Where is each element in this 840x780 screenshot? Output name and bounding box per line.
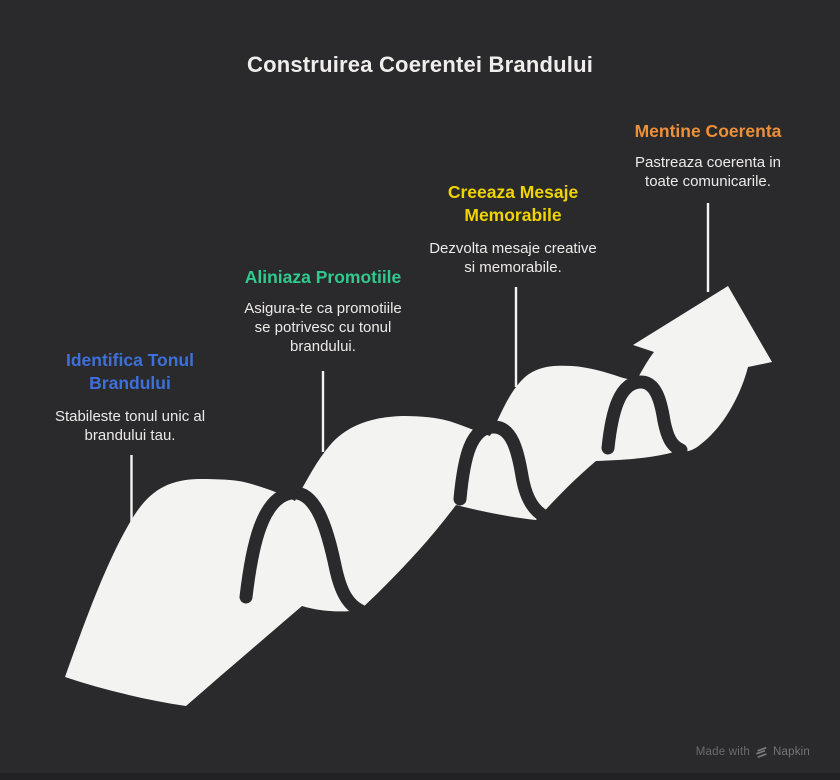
leader-lines (130, 203, 710, 522)
step-1-identifica-tonul: Identifica Tonul Brandului Stabileste to… (30, 349, 230, 445)
ribbon-fold-arches (239, 375, 688, 618)
watermark-prefix: Made with (695, 746, 750, 758)
fold-arch-2 (453, 420, 551, 523)
step-4-description: Pastreaza coerenta in toate comunicarile… (635, 153, 781, 190)
step-4-title: Mentine Coerenta (634, 121, 782, 141)
step-3-description: Dezvolta mesaje creative si memorabile. (429, 239, 597, 276)
fold-arch-3 (601, 375, 688, 457)
step-3-creeaza-mesaje: Creeaza Mesaje Memorabile Dezvolta mesaj… (408, 181, 618, 277)
bottom-edge-strip (0, 773, 840, 780)
step-1-description: Stabileste tonul unic al brandului tau. (54, 407, 206, 444)
step-2-description: Asigura-te ca promotiile se potrivesc cu… (244, 299, 402, 355)
step-4-mentine-coerenta: Mentine Coerenta Pastreaza coerenta in t… (593, 120, 823, 191)
watermark-brand: Napkin (773, 746, 810, 758)
napkin-logo-icon (756, 746, 767, 758)
step-2-aliniaza-promotiile: Aliniaza Promotiile Asigura-te ca promot… (213, 266, 433, 356)
fold-arch-1 (239, 486, 368, 618)
page-title: Construirea Coerentei Brandului (246, 52, 594, 77)
step-2-title: Aliniaza Promotiile (244, 267, 402, 287)
step-3-title: Creeaza Mesaje Memorabile (447, 182, 579, 225)
step-1-title: Identifica Tonul Brandului (65, 350, 194, 393)
watermark: Made with Napkin (696, 745, 810, 759)
